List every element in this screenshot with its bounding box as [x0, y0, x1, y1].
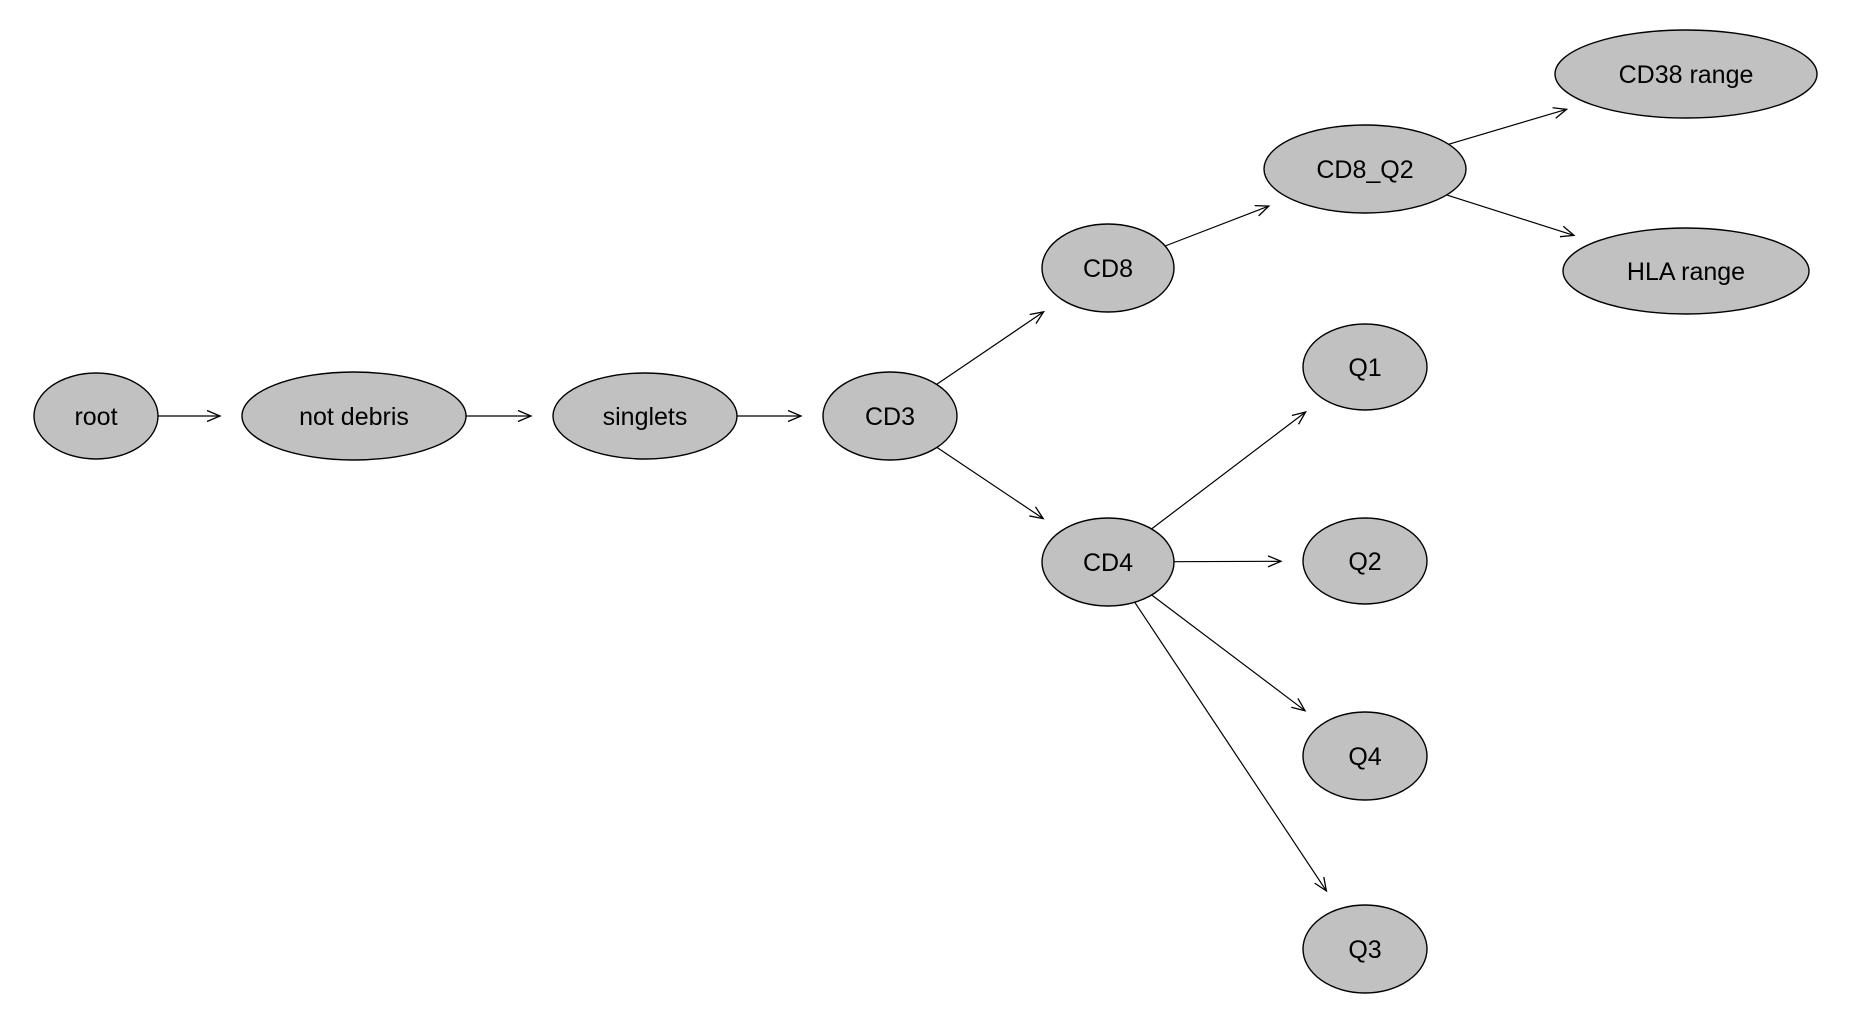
node-CD3: CD3	[822, 371, 958, 461]
node-Q4: Q4	[1302, 711, 1428, 801]
node-CD8: CD8	[1041, 223, 1175, 313]
node-HLA_range: HLA range	[1562, 227, 1810, 315]
edge-CD3-to-CD8	[936, 310, 1045, 385]
node-label-Q4: Q4	[1348, 743, 1381, 771]
node-label-Q3: Q3	[1348, 936, 1381, 964]
edges-layer	[158, 107, 1576, 893]
node-ellipse-CD38_range	[1554, 29, 1818, 119]
node-ellipse-HLA_range	[1562, 227, 1810, 315]
node-ellipse-CD8	[1041, 223, 1175, 313]
node-label-CD8_Q2: CD8_Q2	[1316, 156, 1413, 184]
node-label-CD4: CD4	[1083, 549, 1133, 577]
node-ellipse-Q1	[1302, 323, 1428, 411]
node-CD8_Q2: CD8_Q2	[1263, 124, 1467, 214]
nodes-layer: root not debris singlets CD3 CD8 CD8_Q2 CD38 r…	[33, 29, 1818, 994]
node-Q1: Q1	[1302, 323, 1428, 411]
node-label-singlets: singlets	[603, 403, 688, 431]
node-label-Q2: Q2	[1348, 548, 1381, 576]
node-label-CD38_range: CD38 range	[1619, 61, 1754, 89]
node-ellipse-Q2	[1302, 517, 1428, 605]
node-ellipse-CD8_Q2	[1263, 124, 1467, 214]
node-ellipse-CD4	[1041, 517, 1175, 607]
edge-CD4-to-Q3	[1134, 601, 1328, 893]
node-root: root	[33, 372, 159, 460]
edge-CD8_Q2-to-HLA_range	[1446, 194, 1576, 238]
edge-CD3-to-CD4	[936, 446, 1045, 520]
node-label-CD3: CD3	[865, 403, 915, 431]
node-ellipse-Q3	[1302, 904, 1428, 994]
edge-CD4-to-Q1	[1151, 410, 1307, 530]
node-ellipse-Q4	[1302, 711, 1428, 801]
node-label-Q1: Q1	[1348, 354, 1381, 382]
node-ellipse-CD3	[822, 371, 958, 461]
node-label-HLA_range: HLA range	[1627, 258, 1745, 286]
node-CD4: CD4	[1041, 517, 1175, 607]
edge-CD8-to-CD8_Q2	[1164, 204, 1271, 247]
node-ellipse-root	[33, 372, 159, 460]
node-label-root: root	[74, 403, 117, 431]
node-CD38_range: CD38 range	[1554, 29, 1818, 119]
edge-CD8_Q2-to-CD38_range	[1448, 107, 1569, 145]
node-singlets: singlets	[552, 372, 738, 460]
node-ellipse-singlets	[552, 372, 738, 460]
edge-CD4-to-Q4	[1151, 594, 1307, 712]
node-not_debris: not debris	[241, 371, 467, 461]
node-Q2: Q2	[1302, 517, 1428, 605]
node-label-not_debris: not debris	[299, 403, 409, 431]
node-ellipse-not_debris	[241, 371, 467, 461]
node-Q3: Q3	[1302, 904, 1428, 994]
node-label-CD8: CD8	[1083, 255, 1133, 283]
